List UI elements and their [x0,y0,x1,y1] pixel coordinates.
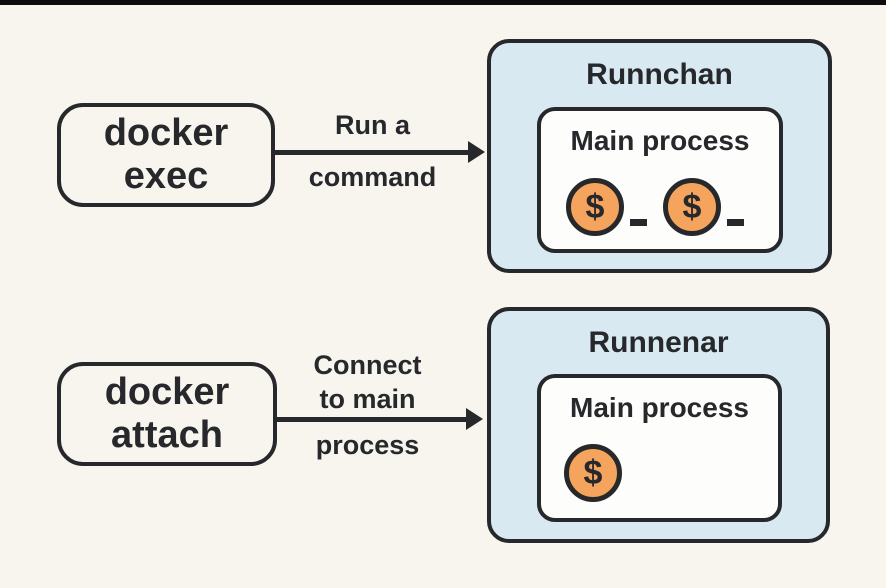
dollar-prompt-icon: $ [564,444,622,502]
container-runnchan: Runnchan Main process $ $ [487,39,832,273]
attach-arrow-label-line: to main [319,384,416,414]
top-border-bar [0,0,886,5]
exec-arrow-line [275,150,471,155]
runnchan-main-process-box: Main process $ $ [537,107,783,253]
attach-arrow-head-icon [466,408,483,430]
docker-attach-box: docker attach [57,362,277,466]
exec-arrow-head-icon [468,141,485,163]
attach-arrow-label-line: process [315,430,420,460]
exec-arrow-label-line: Run a [334,110,410,140]
docker-exec-box: docker exec [57,103,275,207]
dollar-prompt-icon: $ [663,178,721,236]
attach-arrow-line [277,417,467,422]
attach-arrow-label-below: process [280,428,455,462]
exec-arrow-label-below: command [285,160,460,194]
docker-exec-label-line2: exec [123,155,209,197]
exec-arrow-label-line: command [308,162,437,192]
shell-prompts-row: $ [564,444,622,502]
docker-attach-label-line2: attach [111,414,223,456]
docker-exec-label-line1: docker [103,112,229,154]
cursor-underscore-icon [630,219,647,226]
container-runnenar-title: Runnenar [588,326,729,359]
docker-attach-label-line1: docker [104,371,230,413]
shell-prompts-row: $ $ [566,178,760,236]
main-process-label: Main process [570,125,750,156]
main-process-label: Main process [570,392,749,423]
container-runnenar: Runnenar Main process $ [487,307,830,543]
runnenar-main-process-box: Main process $ [537,374,782,522]
container-runnchan-title: Runnchan [586,58,733,91]
attach-arrow-label-line: Connect [313,350,422,380]
dollar-prompt-icon: $ [566,178,624,236]
cursor-underscore-icon [727,219,744,226]
attach-arrow-label-above: Connect to main [280,348,455,416]
exec-arrow-label-above: Run a [285,108,460,142]
